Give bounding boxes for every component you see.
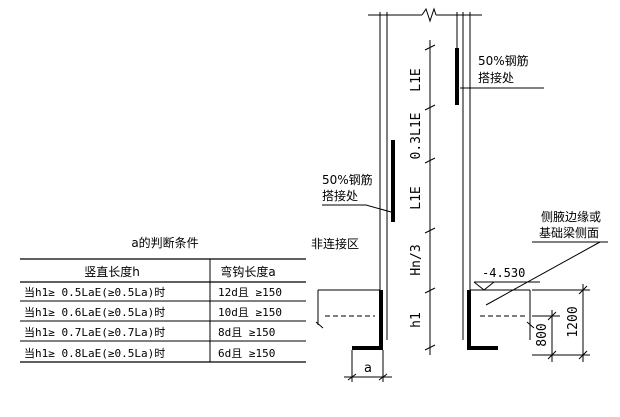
splice-upper-line1: 50%钢筋 (478, 53, 529, 68)
hook-length-table: a的判断条件 竖直长度h 弯钩长度a 当h1≥ 0.5LaE(≥0.5La)时 … (20, 235, 306, 363)
row-2-condition: 当h1≥ 0.6LaE(≥0.5La)时 (24, 305, 165, 319)
splice-upper-line2: 搭接处 (478, 70, 514, 85)
annotation-lower-splice: 50%钢筋 搭接处 (322, 172, 392, 213)
side-edge-line1: 侧腋边缘或 (541, 209, 601, 224)
dim-800: 800 (535, 323, 550, 346)
column-outline (368, 7, 482, 290)
row-2-hook: 10d且 ≥150 (218, 306, 282, 319)
row-4-condition: 当h1≥ 0.8LaE(≥0.5La)时 (24, 346, 165, 360)
row-1-condition: 当h1≥ 0.5LaE(≥0.5La)时 (24, 285, 165, 299)
header-hook-length: 弯钩长度a (220, 264, 275, 279)
non-splice-zone-label: 非连接区 (311, 236, 359, 251)
row-4-hook: 6d且 ≥150 (218, 347, 275, 360)
dim-l1e-bottom: L1E (409, 186, 424, 209)
splice-lower-line2: 搭接处 (322, 188, 358, 203)
column-dimensions: L1E 0.3L1E L1E Hn/3 h1 (409, 40, 436, 355)
annotation-upper-splice: 50%钢筋 搭接处 (460, 53, 544, 89)
splice-lower-line1: 50%钢筋 (322, 172, 373, 187)
dimension-a: a (344, 350, 392, 382)
elevation-marker: -4.530 (473, 266, 540, 291)
annotation-side-edge: 侧腋边缘或 基础梁侧面 (485, 209, 608, 306)
elevation-triangle (473, 281, 496, 291)
dim-hn-3: Hn/3 (409, 244, 424, 275)
header-vertical-length: 竖直长度h (84, 264, 140, 279)
rebars (352, 12, 498, 350)
row-3-hook: 8d且 ≥150 (218, 326, 275, 339)
dim-a-label: a (364, 361, 372, 376)
break-symbol (421, 7, 437, 23)
side-edge-line2: 基础梁侧面 (539, 225, 599, 240)
row-1-hook: 12d且 ≥150 (218, 286, 282, 299)
dim-0-3-l1e: 0.3L1E (409, 113, 424, 160)
dim-l1e-top: L1E (409, 68, 424, 91)
dim-1200: 1200 (566, 306, 581, 337)
depth-dimensions: 800 1200 (532, 284, 590, 362)
foundation (315, 289, 535, 340)
row-3-condition: 当h1≥ 0.7LaE(≥0.7La)时 (24, 325, 165, 339)
elevation-label: -4.530 (482, 266, 525, 280)
table-title: a的判断条件 (131, 235, 198, 250)
dim-h1: h1 (409, 312, 424, 328)
